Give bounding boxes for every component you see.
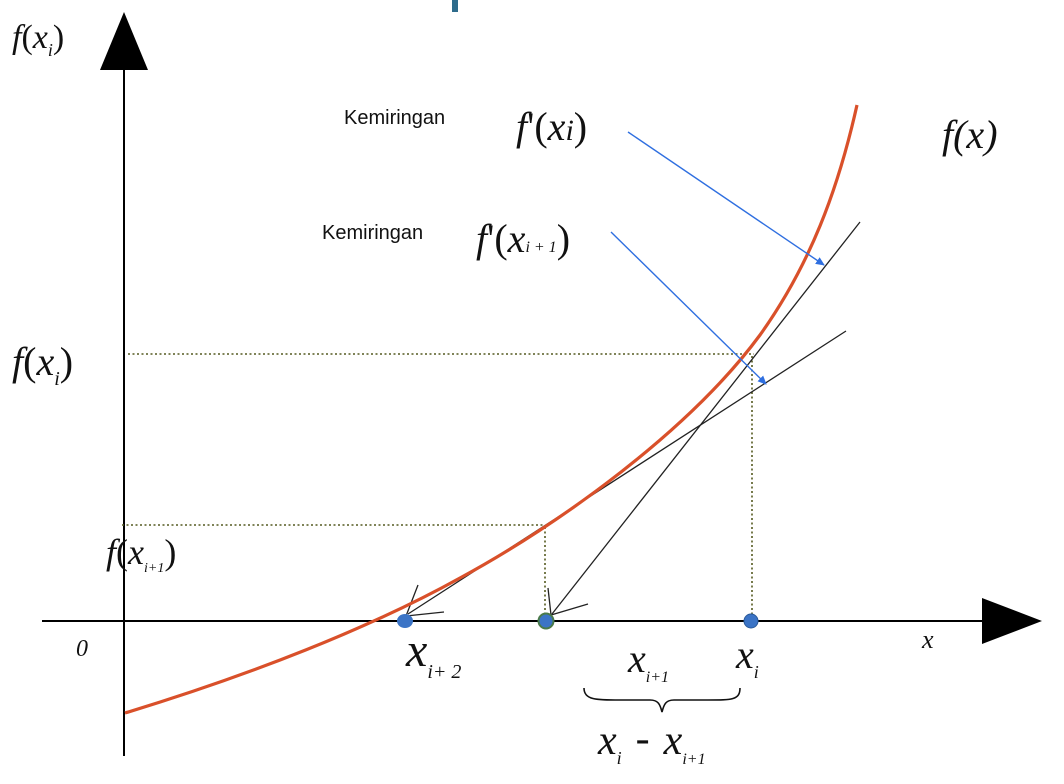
fxi1-label: f(xi+1) (106, 532, 176, 576)
slope-xi-text: Kemiringan (344, 107, 445, 129)
y-axis-arrow (100, 12, 148, 70)
difference-label: xi-xi+1 (597, 716, 706, 768)
x-axis-label: x (921, 625, 934, 654)
curve-fx (124, 104, 859, 715)
y-axis-label: f(xi) (12, 19, 64, 60)
slope-xi1-text: Kemiringan (322, 222, 423, 244)
slope-xi1-expr: f'(xi + 1) (476, 216, 570, 261)
pointer-arrow-slope-xi1 (610, 231, 767, 385)
origin-label: 0 (76, 636, 88, 662)
x-axis-arrow (982, 598, 1042, 644)
pointer-arrow-slope-xi (627, 131, 825, 266)
point-xi (743, 613, 759, 629)
slope-xi-expr: f'(xi) (516, 104, 587, 149)
underbrace (583, 687, 741, 713)
tangent-at-xi (551, 221, 861, 615)
xi1-label: xi+1 (627, 636, 669, 686)
xi-label: xi (735, 632, 759, 682)
top-edge-mark (452, 0, 458, 12)
point-xi2 (397, 614, 413, 628)
fxi-label: f(xi) (12, 339, 73, 390)
point-xi1 (537, 612, 555, 630)
curve-label: f(x) (942, 112, 998, 157)
xi2-label: xi+ 2 (405, 624, 461, 683)
